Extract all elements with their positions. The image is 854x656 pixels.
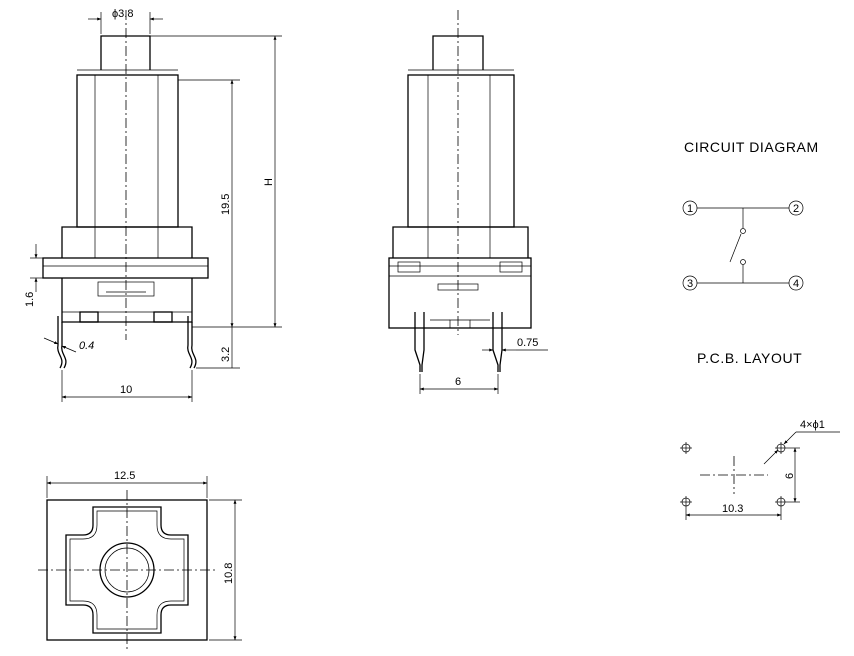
- circuit-title: CIRCUIT DIAGRAM: [684, 139, 819, 155]
- pcb-y-label: 6: [784, 473, 796, 479]
- pcb-hole-tr: [775, 442, 787, 454]
- side-view: 0.75 6: [388, 10, 548, 394]
- pin-3-label: 3: [687, 278, 693, 290]
- height-label: H: [263, 178, 275, 186]
- pcb-layout: P.C.B. LAYOUT 4×ϕ1 6 1: [680, 350, 840, 520]
- pcb-hole-br: [775, 496, 787, 508]
- lead-width-label: 0.75: [517, 337, 538, 349]
- pin-2-label: 2: [793, 203, 799, 215]
- circuit-diagram: CIRCUIT DIAGRAM 1 2 3 4: [682, 139, 819, 291]
- pcb-title: P.C.B. LAYOUT: [697, 350, 802, 366]
- side-pitch-label: 6: [455, 376, 461, 388]
- lead-length-label: 3.2: [220, 347, 232, 362]
- lead-thickness-label: 0.4: [79, 340, 94, 352]
- body-height-label: 19.5: [220, 194, 232, 215]
- pin-1-label: 1: [687, 203, 693, 215]
- hole-size-label: 4×ϕ1: [800, 419, 825, 431]
- diameter-label: ϕ3.8: [112, 8, 133, 20]
- pcb-hole-tl: [680, 442, 692, 454]
- top-width-label: 12.5: [114, 470, 135, 482]
- top-view: 12.5 10.8: [38, 470, 242, 650]
- pcb-hole-bl: [680, 496, 692, 508]
- lead-pitch-label: 10: [120, 384, 132, 396]
- pin-4-label: 4: [793, 278, 799, 290]
- switch-contact: [729, 233, 742, 263]
- top-depth-label: 10.8: [223, 563, 235, 584]
- pcb-x-label: 10.3: [722, 503, 743, 515]
- flange-thickness-label: 1.6: [24, 292, 36, 307]
- front-view: ϕ3.8 H 19.5 3.2 1.6 0.4 10: [24, 8, 282, 402]
